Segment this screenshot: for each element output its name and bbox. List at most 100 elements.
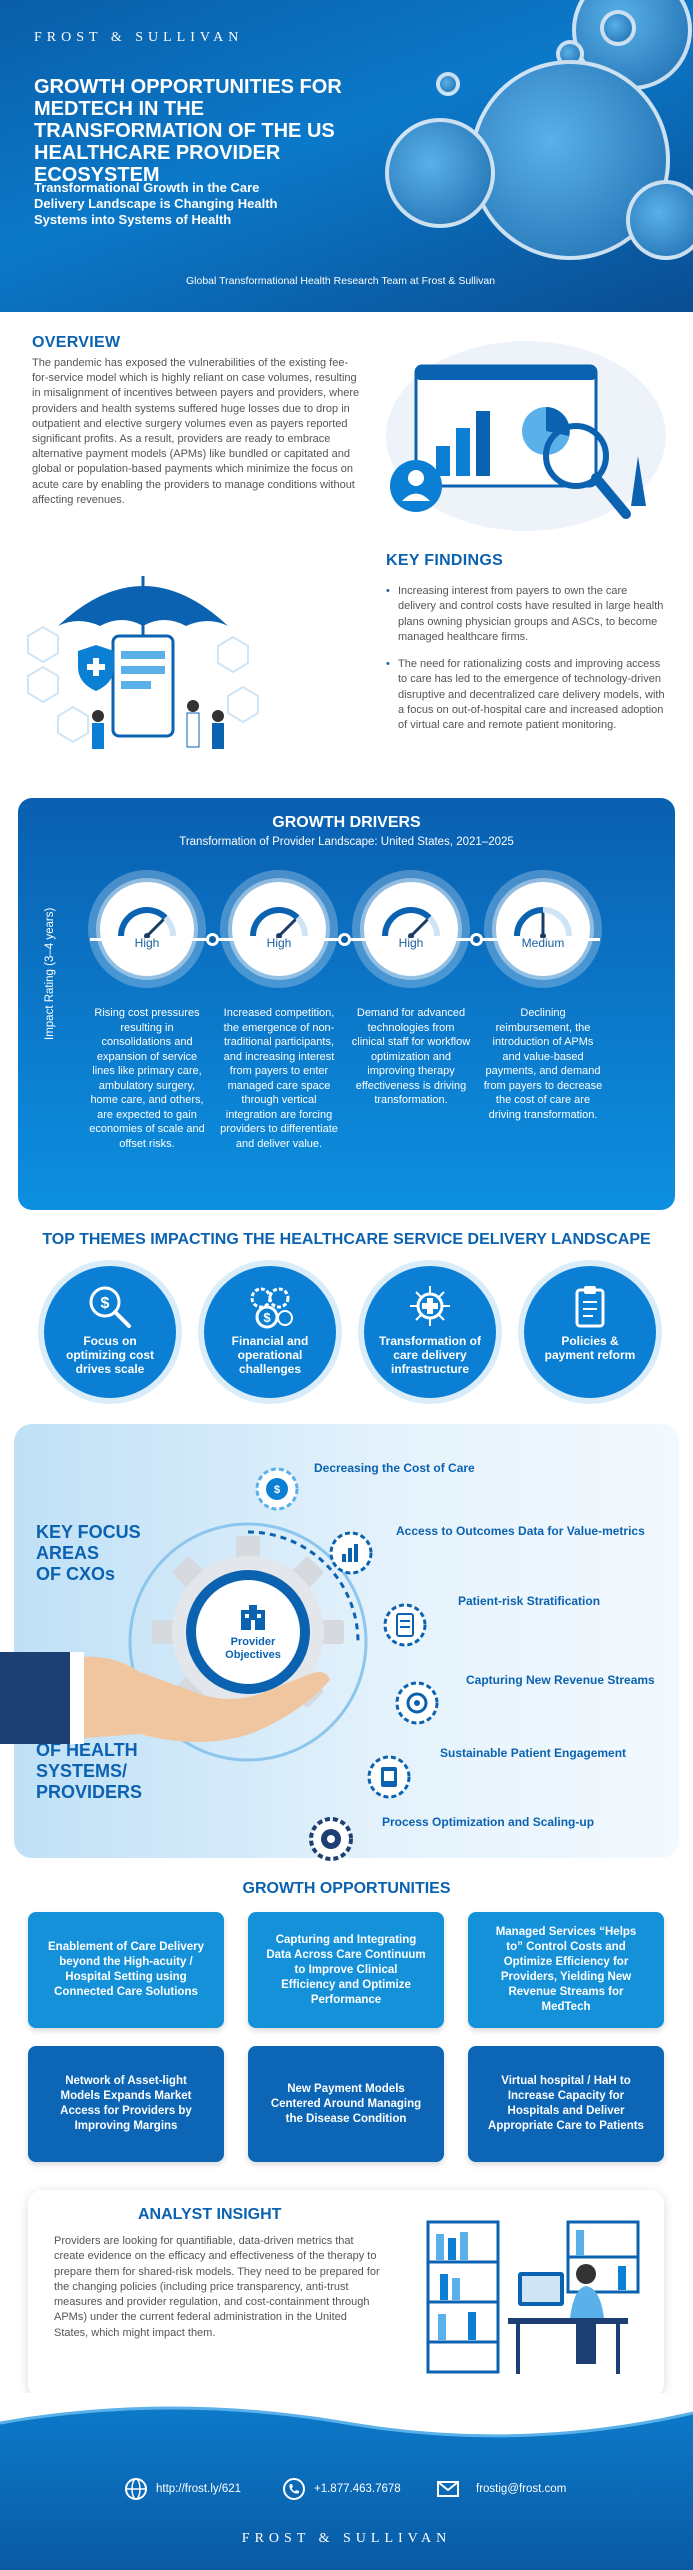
connector-dot xyxy=(338,933,351,946)
provider-objectives-label: Provider Objectives xyxy=(225,1636,281,1661)
focus-areas-subheading: OF HEALTH SYSTEMS/ PROVIDERS xyxy=(36,1740,143,1802)
impact-gauge: High xyxy=(88,870,206,988)
focus-areas-heading: KEY FOCUS AREAS OF CXOs xyxy=(36,1522,141,1584)
email-link[interactable]: frostig@frost.com xyxy=(436,2477,566,2501)
brand-logo-bottom: FROST & SULLIVAN xyxy=(241,2531,452,2546)
header-photo-bubble xyxy=(436,72,460,96)
driver-description: Demand for advanced technologies from cl… xyxy=(351,1007,471,1106)
impact-gauge: High xyxy=(220,870,338,988)
header-banner: FROST & SULLIVAN GROWTH OPPORTUNITIES FO… xyxy=(0,0,693,312)
opportunity-text: New Payment Models Centered Around Manag… xyxy=(270,2082,422,2125)
email-text[interactable]: frostig@frost.com xyxy=(476,2483,567,2495)
driver-description: Declining reimbursement, the introductio… xyxy=(483,1007,603,1121)
driver-description: Increased competition, the emergence of … xyxy=(220,1007,338,1150)
gauge-dial-icon xyxy=(514,907,572,938)
gauge-rating: Medium xyxy=(521,936,565,950)
hand-gear-illustration-icon xyxy=(0,1522,368,1762)
focus-item: Decreasing the Cost of Care xyxy=(314,1461,475,1475)
impact-gauge: Medium xyxy=(484,870,602,988)
svg-text:$: $ xyxy=(101,1295,110,1312)
opportunity-text: Capturing and Integrating Data Across Ca… xyxy=(266,1933,426,2006)
theme-label: Policies & payment reform xyxy=(544,1334,636,1362)
opportunity-text: Virtual hospital / HaH to Increase Capac… xyxy=(488,2075,644,2132)
svg-text:$: $ xyxy=(274,1484,280,1496)
key-finding-item: The need for rationalizing costs and imp… xyxy=(386,657,666,733)
envelope-icon xyxy=(437,2481,459,2497)
phone-text[interactable]: +1.877.463.7678 xyxy=(314,2483,401,2495)
top-themes-heading: TOP THEMES IMPACTING THE HEALTHCARE SERV… xyxy=(42,1231,651,1248)
globe-icon xyxy=(125,2478,147,2500)
connector-dot xyxy=(206,933,219,946)
medical-cross-circuit-icon xyxy=(410,1286,450,1326)
impact-rating-label: Impact Rating (3–4 years) xyxy=(44,907,56,1040)
theme-circle: Policies & payment reform xyxy=(524,1266,656,1398)
outcomes-data-gear-icon xyxy=(329,1531,373,1575)
focus-item: Capturing New Revenue Streams xyxy=(466,1673,655,1687)
page-subtitle: Transformational Growth in the Care Deli… xyxy=(34,180,278,227)
connector-dot xyxy=(470,933,483,946)
opportunity-card: Capturing and Integrating Data Across Ca… xyxy=(248,1912,444,2028)
opportunity-card: Network of Asset-light Models Expands Ma… xyxy=(28,2046,224,2162)
analyst-insight-heading: ANALYST INSIGHT xyxy=(138,2206,282,2223)
growth-drivers-heading: GROWTH DRIVERS xyxy=(272,814,421,831)
process-optimization-gear-icon xyxy=(309,1817,353,1861)
analyst-insight-text: Providers are looking for quantifiable, … xyxy=(54,2235,380,2339)
gauge-dial-icon xyxy=(118,907,176,938)
risk-stratification-gear-icon xyxy=(383,1603,427,1647)
opportunity-card: Enablement of Care Delivery beyond the H… xyxy=(28,1912,224,2028)
growth-opportunities-heading: GROWTH OPPORTUNITIES xyxy=(242,1880,451,1897)
dashboard-illustration-icon xyxy=(386,341,666,531)
opportunity-card: New Payment Models Centered Around Manag… xyxy=(248,2046,444,2162)
patient-engagement-gear-icon xyxy=(367,1755,411,1799)
opportunity-text: Network of Asset-light Models Expands Ma… xyxy=(60,2075,192,2132)
svg-text:$: $ xyxy=(263,1310,271,1325)
growth-drivers-subtitle: Transformation of Provider Landscape: Un… xyxy=(179,836,514,848)
research-team-credit: Global Transformational Health Research … xyxy=(186,275,496,287)
analyst-desk-illustration-icon xyxy=(426,2220,640,2374)
opportunity-card: Managed Services “Helps to” Control Cost… xyxy=(468,1912,664,2028)
opportunity-text: Managed Services “Helps to” Control Cost… xyxy=(495,1926,637,2013)
theme-label: Transformation of care delivery infrastr… xyxy=(378,1334,481,1376)
theme-circle: $ Focus on optimizing cost drives scale xyxy=(44,1266,176,1398)
gauge-rating: High xyxy=(266,936,292,950)
key-findings-list: Increasing interest from payers to own t… xyxy=(386,584,666,746)
overview-heading: OVERVIEW xyxy=(32,334,121,351)
key-focus-areas-panel: KEY FOCUS AREAS OF CXOs OF HEALTH SYSTEM… xyxy=(0,1424,679,1861)
key-findings-heading: KEY FINDINGS xyxy=(386,552,504,569)
cost-reduction-gear-icon: $ xyxy=(255,1467,299,1511)
focus-item: Sustainable Patient Engagement xyxy=(440,1746,627,1760)
impact-gauge: High xyxy=(352,870,470,988)
gauge-dial-icon xyxy=(250,907,308,938)
hospital-building-icon xyxy=(241,1605,265,1630)
magnifier-dollar-icon: $ xyxy=(89,1286,131,1328)
gears-dollar-icon: $ xyxy=(250,1287,293,1329)
key-finding-item: Increasing interest from payers to own t… xyxy=(386,584,666,645)
phone-link[interactable]: +1.877.463.7678 xyxy=(282,2477,401,2501)
umbrella-healthcare-illustration-icon xyxy=(27,576,259,749)
opportunity-card: Virtual hospital / HaH to Increase Capac… xyxy=(468,2046,664,2162)
gauge-dial-icon xyxy=(382,907,440,938)
gauge-rating: High xyxy=(398,936,424,950)
theme-circle: $ Financial and operational challenges xyxy=(204,1266,336,1398)
overview-text: The pandemic has exposed the vulnerabili… xyxy=(32,357,360,506)
gauge-rating: High xyxy=(134,936,160,950)
header-photo-bubble xyxy=(385,118,495,228)
driver-description: Rising cost pressures resulting in conso… xyxy=(89,1007,205,1150)
growth-drivers-panel: GROWTH DRIVERS Transformation of Provide… xyxy=(18,798,675,1210)
analyst-insight-card: ANALYST INSIGHT Providers are looking fo… xyxy=(28,2190,664,2398)
focus-item: Process Optimization and Scaling-up xyxy=(382,1815,595,1829)
focus-item: Patient-risk Stratification xyxy=(458,1594,601,1608)
brand-logo-top: FROST & SULLIVAN xyxy=(34,30,244,45)
theme-label: Focus on optimizing cost drives scale xyxy=(66,1334,154,1376)
footer-wave-decoration xyxy=(0,2393,693,2438)
clipboard-checklist-icon xyxy=(575,1286,605,1328)
theme-label: Financial and operational challenges xyxy=(231,1334,309,1376)
page-title: GROWTH OPPORTUNITIES FOR MEDTECH IN THE … xyxy=(34,76,342,186)
opportunity-text: Enablement of Care Delivery beyond the H… xyxy=(48,1941,204,1998)
revenue-streams-gear-icon xyxy=(395,1681,439,1725)
website-link[interactable]: http://frost.ly/621 xyxy=(124,2477,241,2501)
website-text[interactable]: http://frost.ly/621 xyxy=(156,2483,242,2495)
theme-circle: Transformation of care delivery infrastr… xyxy=(364,1266,496,1398)
footer: http://frost.ly/621 +1.877.463.7678 fros… xyxy=(0,2393,693,2570)
